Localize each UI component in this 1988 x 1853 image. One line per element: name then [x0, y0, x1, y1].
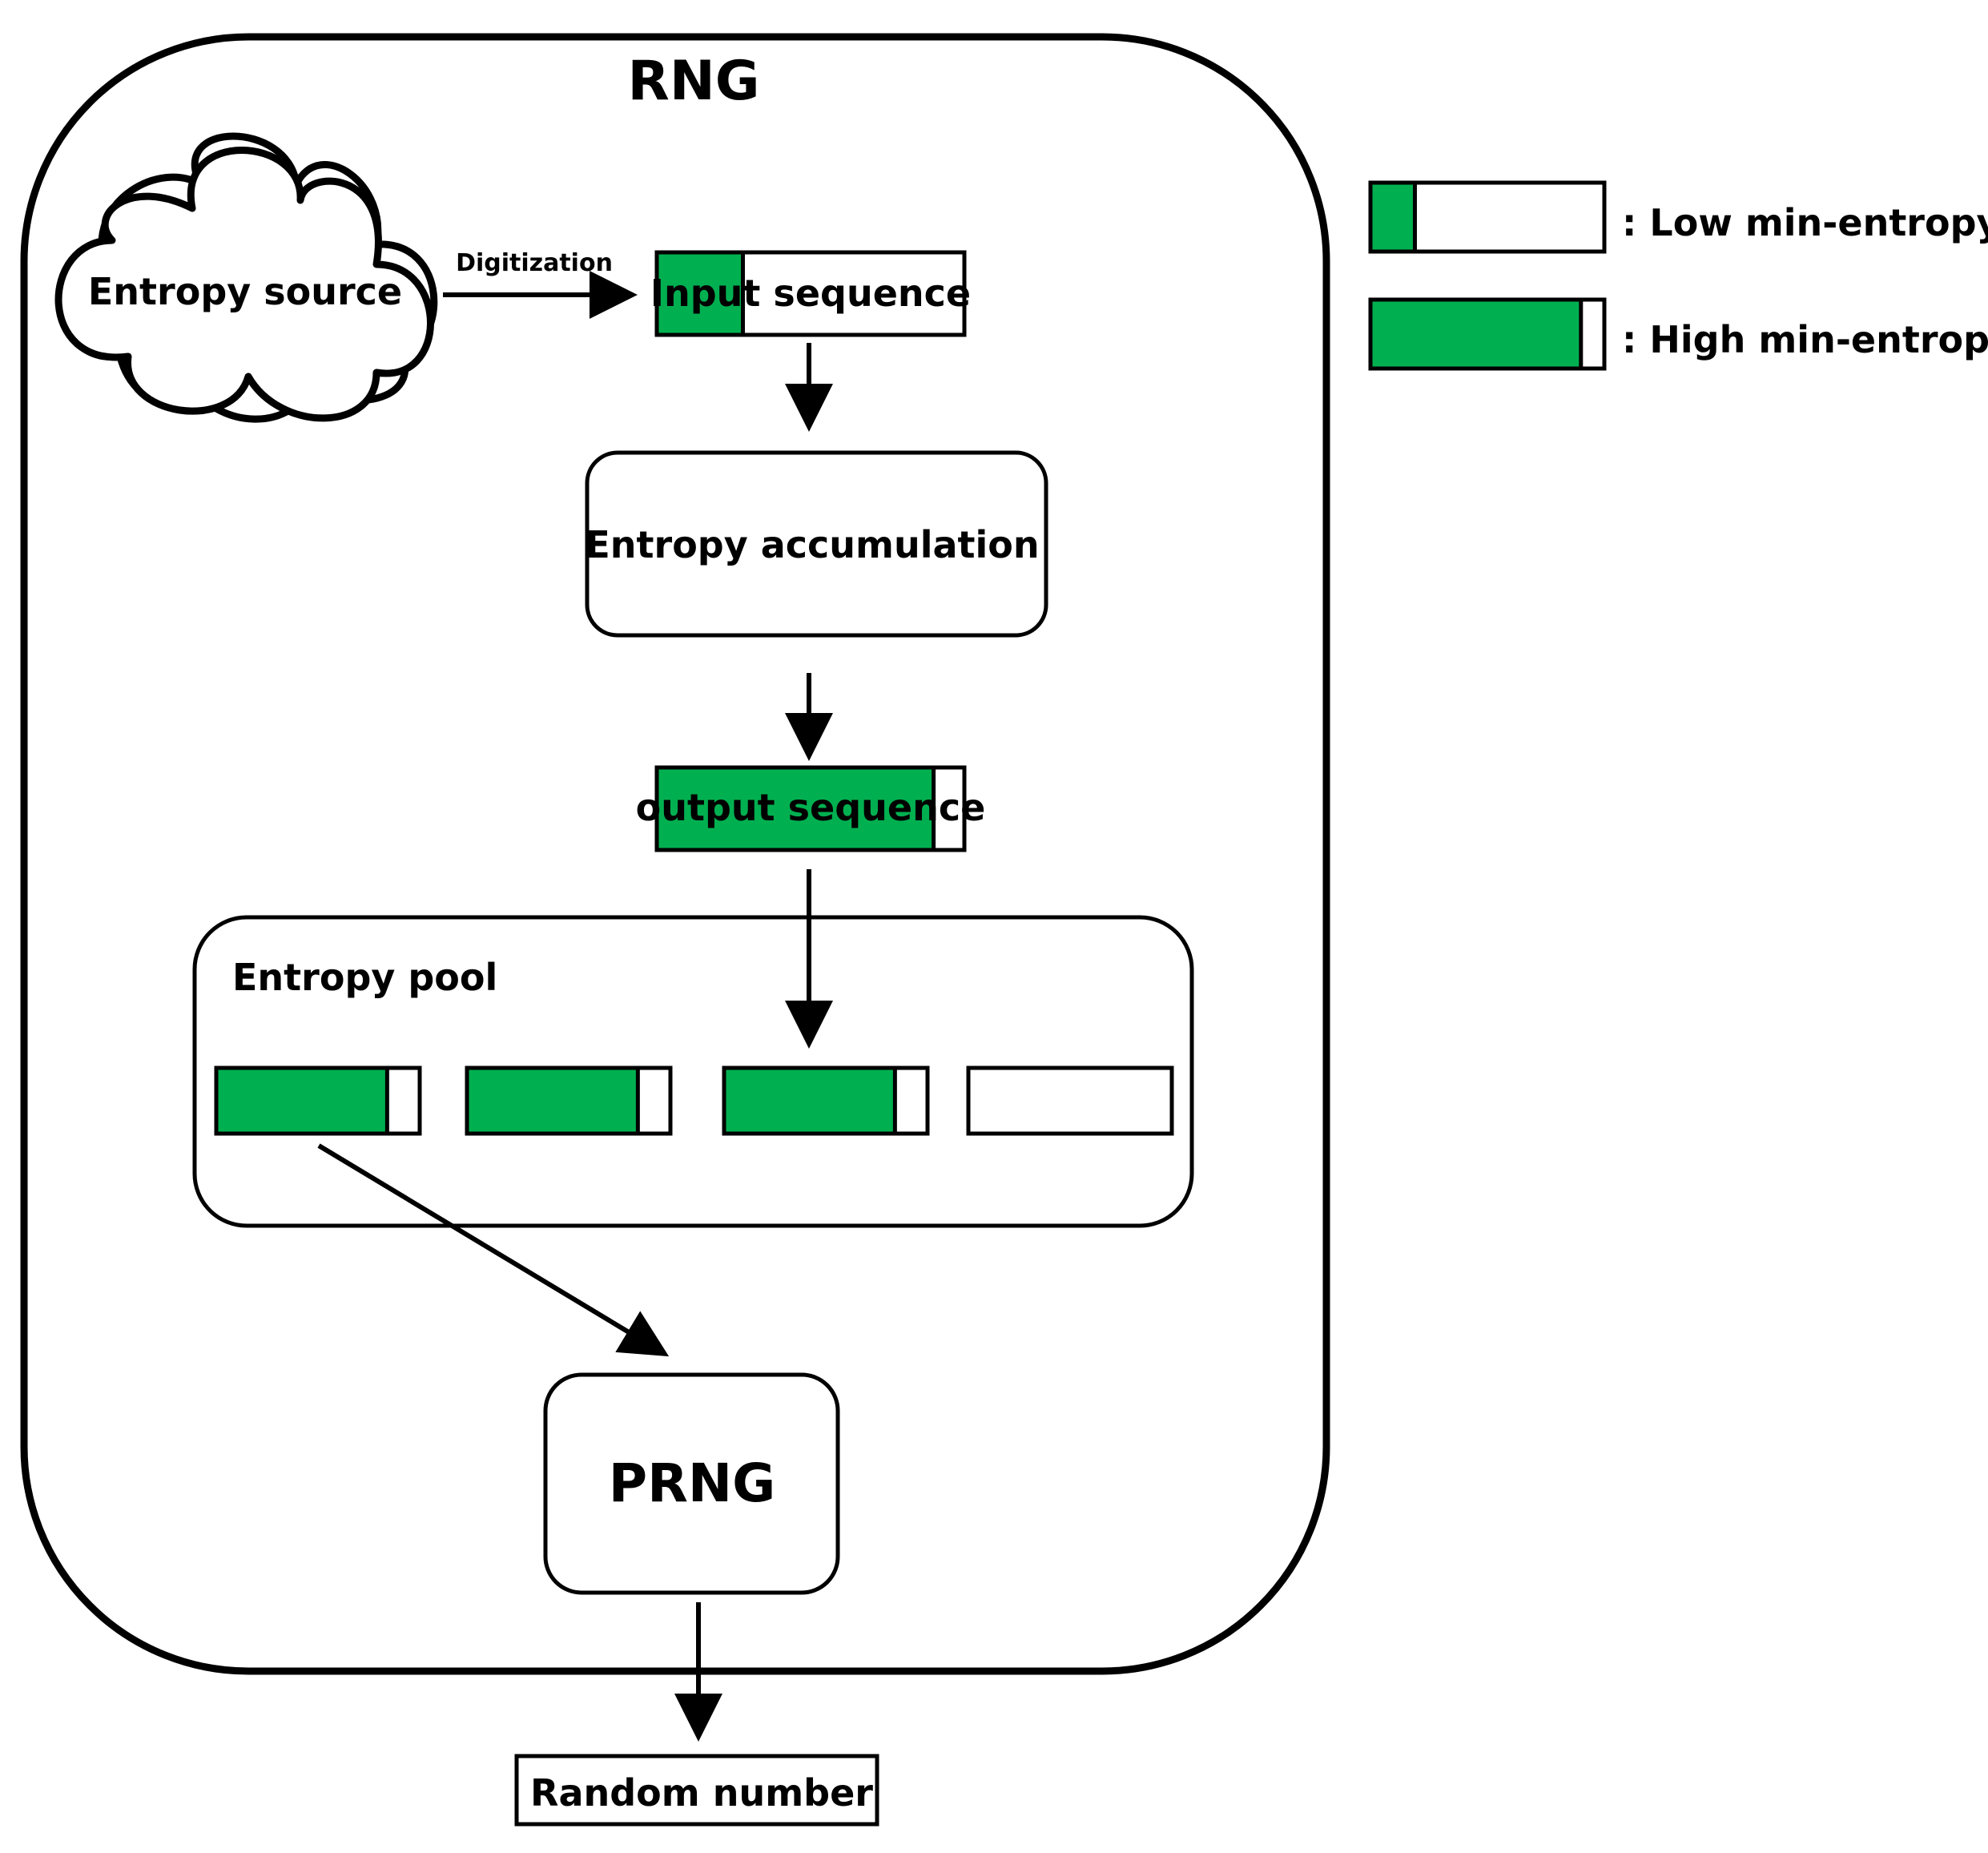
random-number-box — [514, 1754, 879, 1827]
entropy-pool-label: Entropy pool — [232, 956, 498, 999]
entropy-source-label: Entropy source — [87, 270, 403, 313]
rng-container — [20, 33, 1330, 1675]
entropy-pool-box — [192, 915, 1194, 1228]
entropy-accumulation-box — [585, 450, 1048, 638]
pool-block — [214, 1065, 422, 1136]
entropy-accumulation-label: Entropy accumulation — [585, 523, 1040, 566]
output-sequence-label: output sequence — [635, 786, 986, 829]
prng-label: PRNG — [608, 1452, 776, 1514]
rng-title: RNG — [627, 50, 760, 113]
input-sequence-fill — [654, 250, 746, 337]
entropy-pool-blocks — [214, 1065, 1174, 1136]
output-sequence-fill — [654, 765, 936, 852]
legend-low-label: : Low min-entropy — [1622, 201, 1988, 244]
digitization-label: Digitization — [456, 249, 613, 277]
pool-block-fill — [214, 1065, 389, 1136]
legend-high-label: : High min-entropy — [1622, 318, 1988, 361]
legend-high-swatch — [1368, 297, 1607, 371]
pool-block-fill — [465, 1065, 640, 1136]
pool-block — [465, 1065, 673, 1136]
pool-block-fill — [722, 1065, 897, 1136]
input-sequence-label: Input sequence — [650, 272, 972, 315]
entropy-source-cloud-outline — [54, 147, 434, 422]
legend-low-swatch — [1368, 180, 1607, 254]
prng-box — [543, 1372, 840, 1595]
arrow-pool-to-prng — [317, 1143, 670, 1357]
random-number-label: Random number — [530, 1771, 873, 1815]
pool-block — [722, 1065, 930, 1136]
output-sequence-bar — [654, 765, 967, 852]
pool-block — [966, 1065, 1174, 1136]
input-sequence-bar — [654, 250, 967, 337]
